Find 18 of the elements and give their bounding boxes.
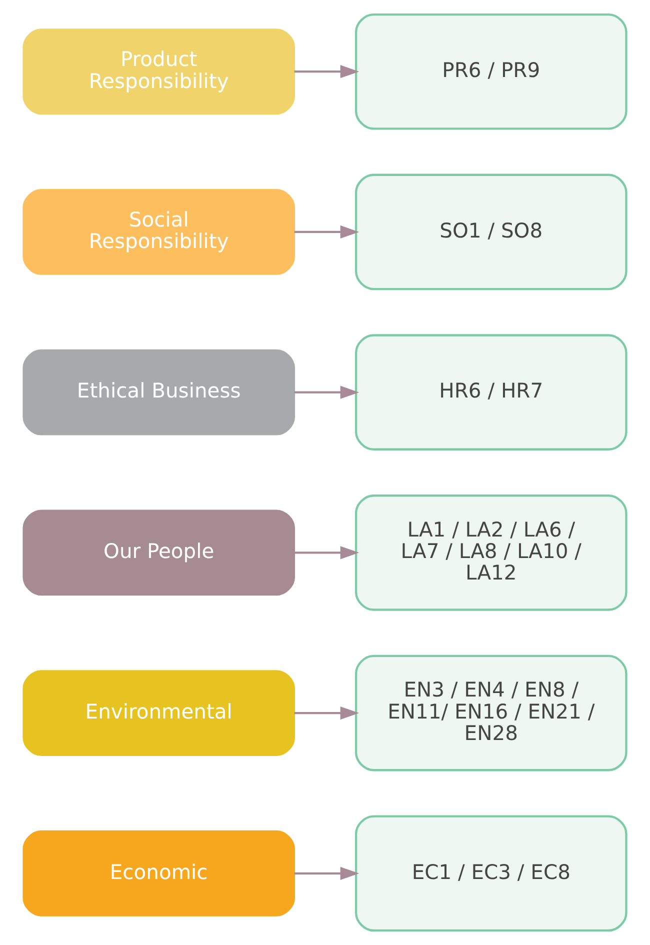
node-box: EN3 / EN4 / EN8 / EN11/ EN16 / EN21 / EN28 xyxy=(354,654,628,772)
arrow xyxy=(294,546,360,560)
node-box: LA1 / LA2 / LA6 / LA7 / LA8 / LA10 / LA12 xyxy=(354,494,628,611)
node-box: SO1 / SO8 xyxy=(354,174,628,290)
arrow xyxy=(294,386,360,399)
node-box: PR6 / PR9 xyxy=(354,13,628,130)
arrow xyxy=(294,65,360,78)
node-box: Product Responsibility xyxy=(22,28,296,115)
node-box: HR6 / HR7 xyxy=(354,334,628,450)
node-box: Ethical Business xyxy=(22,349,296,436)
arrow xyxy=(294,225,360,239)
node-box: Environmental xyxy=(22,670,296,756)
arrow xyxy=(294,706,360,720)
node-box: Social Responsibility xyxy=(22,188,296,275)
node-box: Our People xyxy=(22,510,296,596)
arrow xyxy=(294,866,360,880)
node-box: EC1 / EC3 / EC8 xyxy=(354,815,628,932)
node-box: Economic xyxy=(22,830,296,916)
